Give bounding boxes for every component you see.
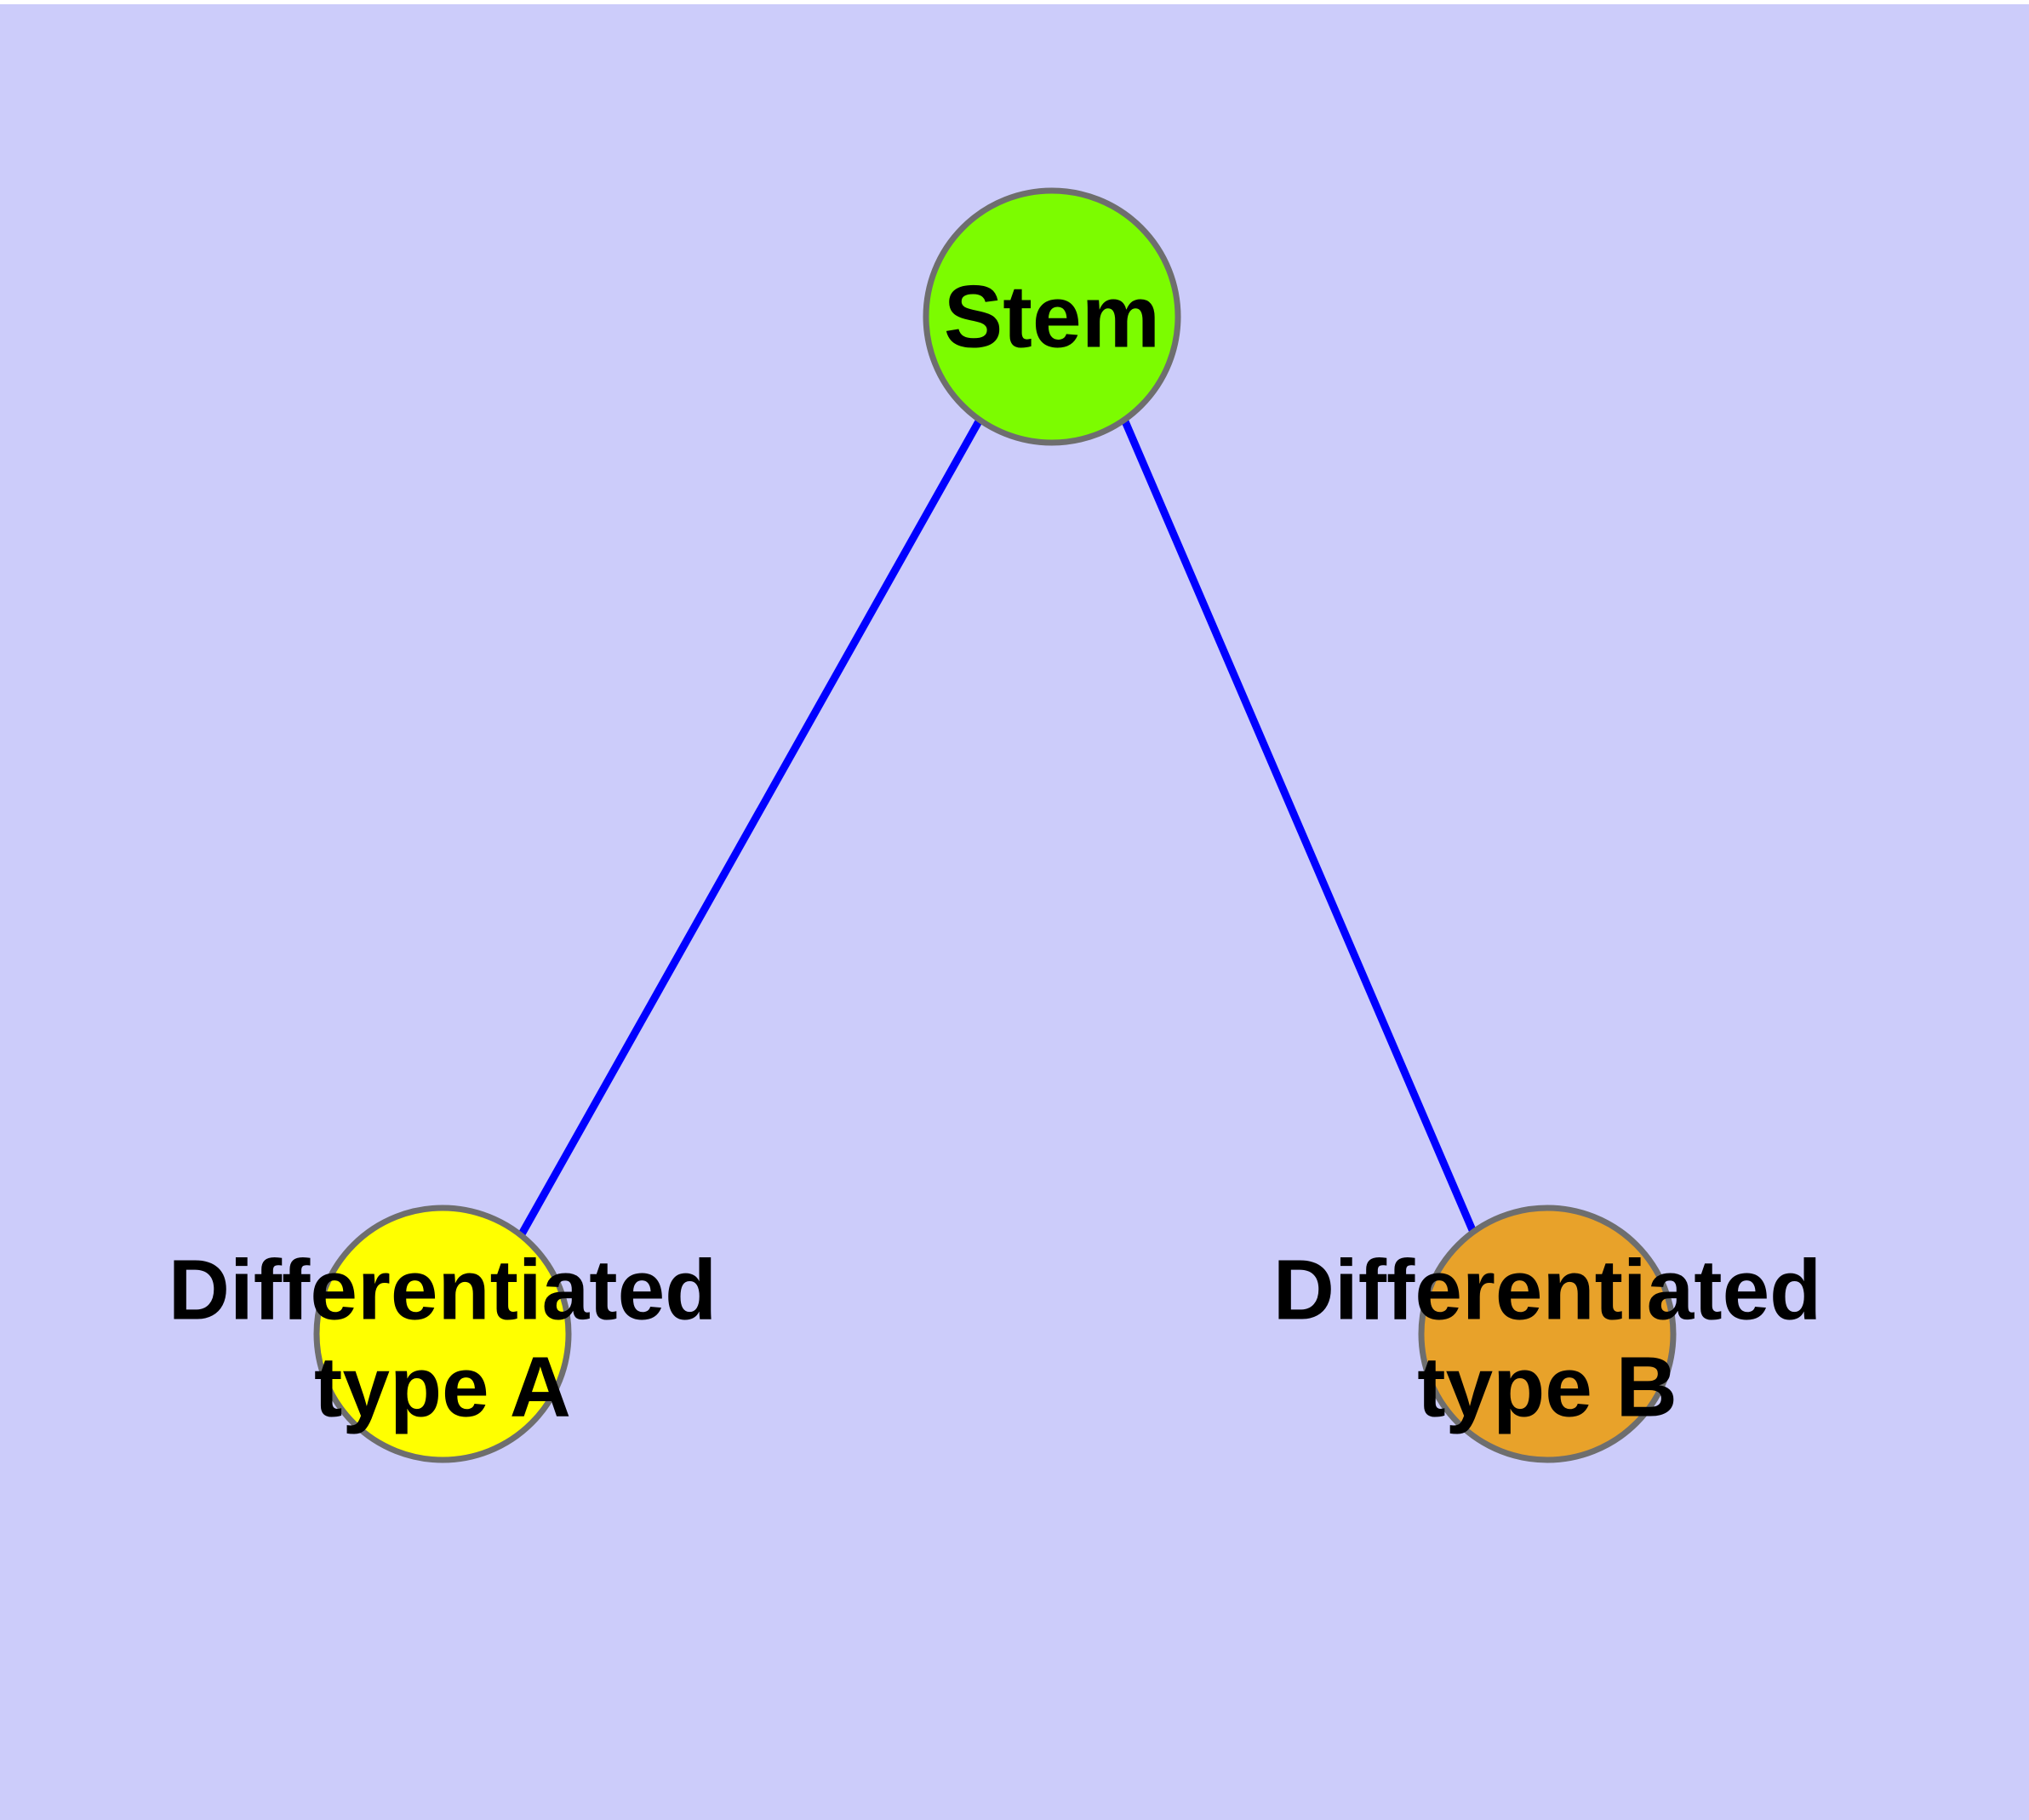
node-differentiated-type-a-label-line1: Differentiated: [169, 1242, 717, 1337]
diagram-background: Stem Differentiated type A Differentiate…: [0, 4, 2029, 1820]
node-differentiated-type-a-label-line2: type A: [314, 1339, 571, 1434]
node-differentiated-type-b-label-line1: Differentiated: [1273, 1242, 1822, 1337]
edge-layer: [516, 419, 1477, 1241]
node-differentiated-type-b-circle[interactable]: [1418, 1205, 1677, 1463]
node-differentiated-type-b-label-line2: type B: [1417, 1339, 1677, 1434]
node-differentiated-type-a[interactable]: Differentiated type A: [169, 1205, 717, 1463]
edge-stem-to-differentiated-type-a[interactable]: [516, 419, 982, 1241]
cell-differentiation-graph: Stem Differentiated type A Differentiate…: [169, 187, 1822, 1463]
node-differentiated-type-a-circle[interactable]: [313, 1205, 572, 1463]
node-differentiated-type-b[interactable]: Differentiated type B: [1273, 1205, 1822, 1463]
node-stem-label: Stem: [944, 267, 1160, 366]
node-stem-circle[interactable]: [923, 187, 1181, 446]
node-layer: Stem Differentiated type A Differentiate…: [169, 187, 1822, 1463]
node-stem[interactable]: Stem: [923, 187, 1181, 446]
edge-stem-to-differentiated-type-b[interactable]: [1121, 420, 1477, 1232]
